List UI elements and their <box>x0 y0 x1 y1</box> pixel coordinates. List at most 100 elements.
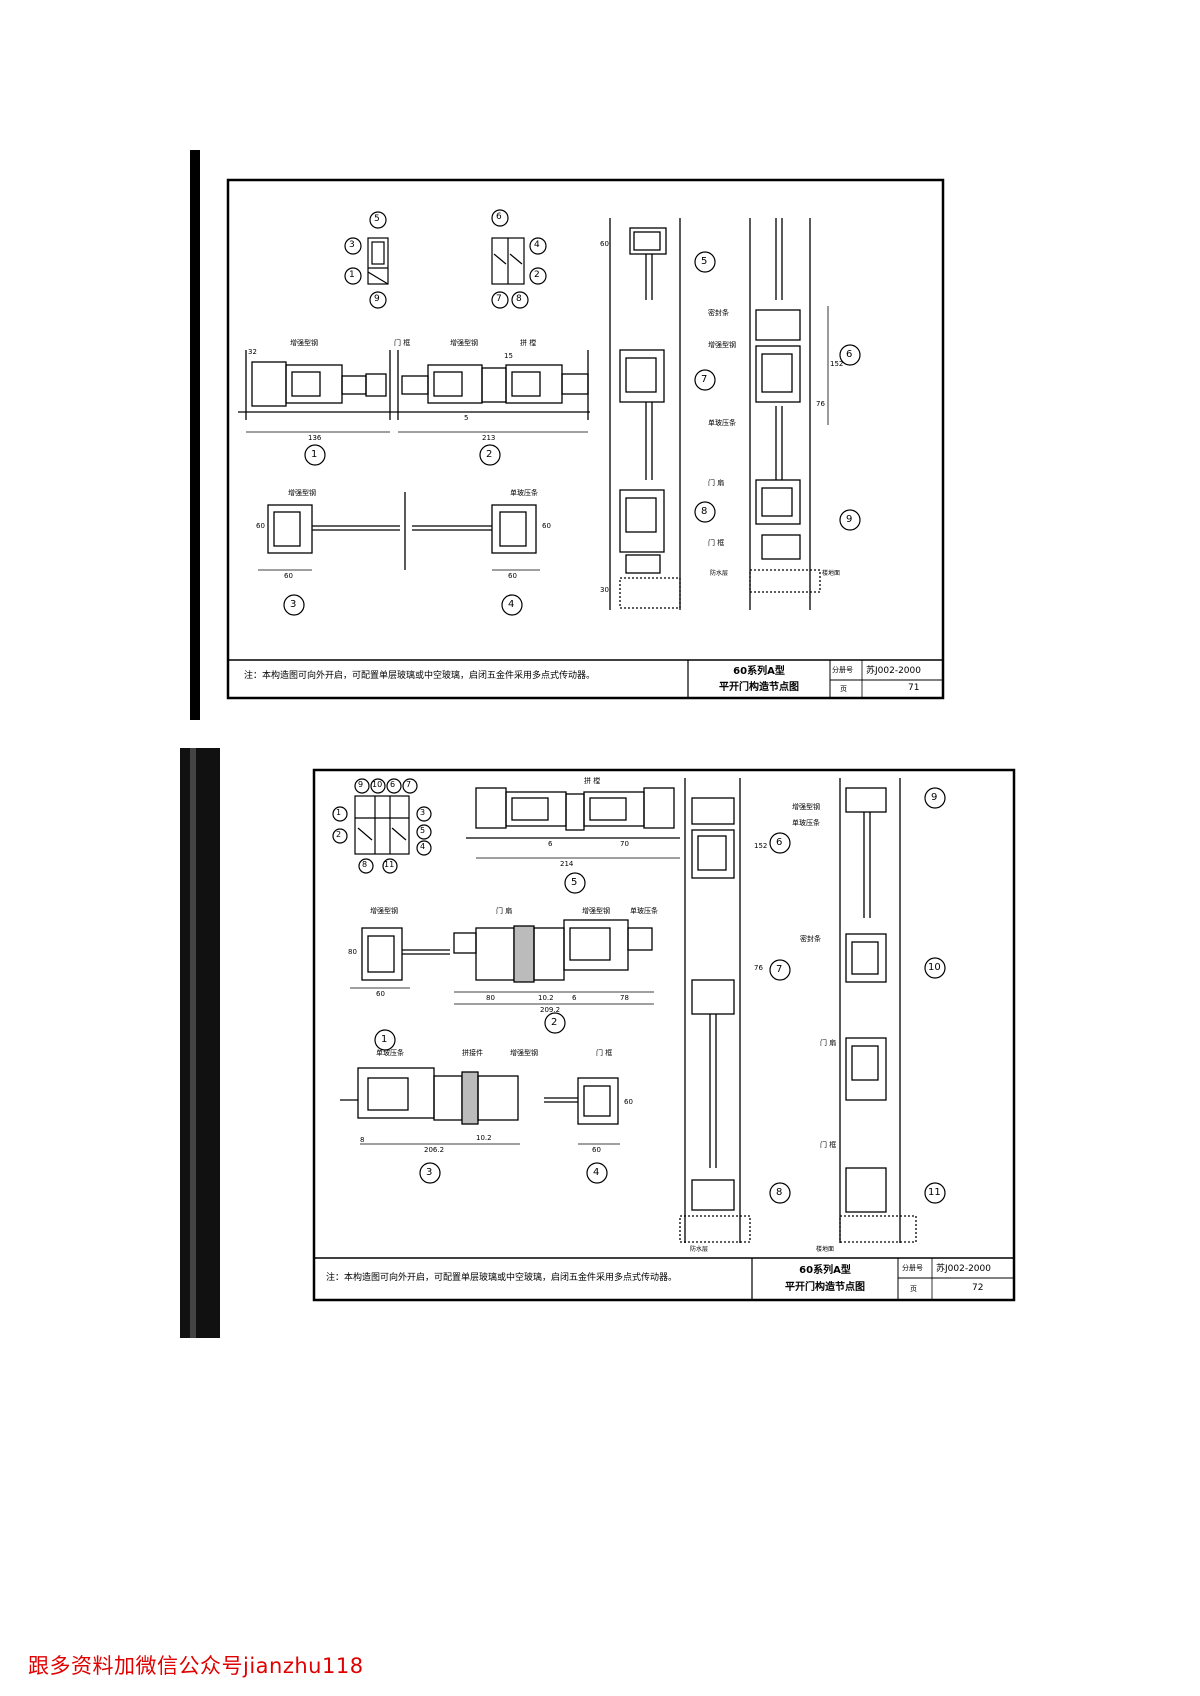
dim: 78 <box>620 994 629 1002</box>
dim: 70 <box>620 840 629 848</box>
section-5 <box>466 787 680 859</box>
detail-num: 9 <box>846 514 853 525</box>
dim: 6 <box>572 994 577 1002</box>
detail-num: 4 <box>534 240 540 250</box>
label-floor: 楼地面 <box>822 570 841 577</box>
dim: 60 <box>284 572 293 580</box>
label-sealing-strip: 密封条 <box>708 309 729 317</box>
vertical-section-9-10-11 <box>839 778 917 1243</box>
dim: 30 <box>600 586 609 594</box>
label-sealing-strip: 密封条 <box>800 935 821 943</box>
detail-num: 7 <box>496 294 502 304</box>
dim: 209.2 <box>540 1006 561 1014</box>
detail-num: 10 <box>928 962 941 973</box>
detail-num: 4 <box>420 842 426 851</box>
vertical-section-6-7-8 <box>679 778 751 1243</box>
dim: 5 <box>464 414 469 422</box>
detail-num: 8 <box>362 860 368 869</box>
detail-num: 10 <box>372 780 383 789</box>
detail-num: 3 <box>349 240 355 250</box>
detail-num: 5 <box>701 256 708 267</box>
label-reinforce: 增强型钢 <box>792 803 820 811</box>
detail-num: 5 <box>420 826 426 835</box>
label-waterstop: 防水层 <box>690 1246 709 1253</box>
sheet-71-page-label: 页 <box>840 685 847 693</box>
sheet-72-page-label: 页 <box>910 1285 917 1293</box>
detail-num: 11 <box>384 860 395 869</box>
dim: 60 <box>508 572 517 580</box>
detail-num: 2 <box>534 270 540 280</box>
label-reinforce: 增强型钢 <box>450 339 478 347</box>
detail-num: 1 <box>336 808 342 817</box>
dim: 206.2 <box>424 1146 445 1154</box>
detail-num: 1 <box>311 449 318 460</box>
label-reinforce: 增强型钢 <box>510 1049 538 1057</box>
label-door-fan: 门 扇 <box>496 907 513 915</box>
dim: 136 <box>308 434 322 442</box>
detail-num: 7 <box>406 780 412 789</box>
sheet-72-atlas-label: 分册号 <box>902 1264 923 1272</box>
dim: 60 <box>256 522 265 530</box>
detail-num: 2 <box>486 449 493 460</box>
label-reinforce: 增强型钢 <box>370 907 398 915</box>
dim: 10.2 <box>476 1134 492 1142</box>
dim: 60 <box>376 990 385 998</box>
dim: 10.2 <box>538 994 554 1002</box>
sheet-72-title-line1: 60系列A型 <box>799 1265 851 1276</box>
label-glazing-bead: 单玻压条 <box>376 1049 404 1057</box>
dim: 80 <box>348 948 357 956</box>
elevation-icon-2 <box>491 209 547 309</box>
sheet-72-drawing <box>180 748 1016 1338</box>
label-glazing-bead: 单玻压条 <box>510 489 538 497</box>
dim: 152 <box>830 360 844 368</box>
dim: 214 <box>560 860 574 868</box>
detail-num: 6 <box>846 349 853 360</box>
label-door-frame: 门 框 <box>394 339 411 347</box>
detail-num: 9 <box>374 294 380 304</box>
vertical-section-6-9 <box>749 218 829 610</box>
dim: 60 <box>592 1146 601 1154</box>
section-1-2 <box>238 350 590 433</box>
label-reinforce: 增强型钢 <box>582 907 610 915</box>
dim: 60 <box>542 522 551 530</box>
detail-num: 3 <box>420 808 426 817</box>
detail-num: 6 <box>776 837 783 848</box>
dim: 76 <box>816 400 825 408</box>
label-door-frame: 门 框 <box>596 1049 613 1057</box>
dim: 76 <box>754 964 763 972</box>
label-connector: 拼接件 <box>462 1049 483 1057</box>
detail-num: 6 <box>390 780 396 789</box>
footer-watermark-text: 跟多资料加微信公众号jianzhu118 <box>28 1654 364 1678</box>
detail-num: 8 <box>516 294 522 304</box>
sheet-71-page-no: 71 <box>908 683 920 693</box>
section-2 <box>453 919 654 1005</box>
dim: 32 <box>248 348 257 356</box>
sheet-71-note: 注：本构造图可向外开启，可配置单层玻璃或中空玻璃，启闭五金件采用多点式传动器。 <box>244 671 596 681</box>
detail-num: 1 <box>381 1034 388 1045</box>
label-floor: 楼地面 <box>816 1246 835 1253</box>
detail-num: 5 <box>374 214 380 224</box>
detail-num: 1 <box>349 270 355 280</box>
label-glazing-bead: 单玻压条 <box>792 819 820 827</box>
detail-num: 3 <box>290 599 297 610</box>
dim: 15 <box>504 352 513 360</box>
label-mullion: 拼 樘 <box>584 777 601 785</box>
section-3-4 <box>258 492 540 571</box>
elevation-icon-1 <box>344 211 389 309</box>
detail-num: 11 <box>928 1187 941 1198</box>
dim: 8 <box>360 1136 365 1144</box>
sheet-71-atlas-label: 分册号 <box>832 666 853 674</box>
sheet-71-atlas-no: 苏J002-2000 <box>866 666 921 676</box>
detail-num: 9 <box>358 780 364 789</box>
dim: 80 <box>486 994 495 1002</box>
sheet-72-page-no: 72 <box>972 1283 984 1293</box>
detail-num: 8 <box>776 1187 783 1198</box>
dim: 60 <box>600 240 609 248</box>
label-mullion: 拼 樘 <box>520 339 537 347</box>
label-door-fan: 门 扇 <box>820 1039 837 1047</box>
section-1 <box>350 927 450 989</box>
detail-num: 7 <box>776 964 783 975</box>
dim: 60 <box>624 1098 633 1106</box>
label-door-frame: 门 框 <box>820 1141 837 1149</box>
dim: 213 <box>482 434 496 442</box>
